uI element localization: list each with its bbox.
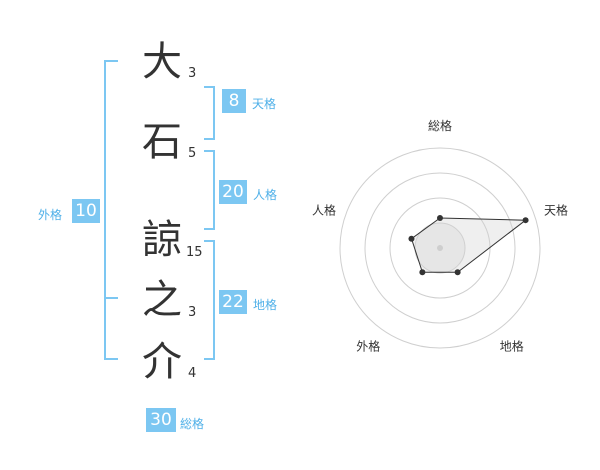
radar-rings	[339, 147, 541, 349]
jinkaku-bracket	[204, 150, 215, 230]
stroke-count-3: 15	[186, 245, 203, 260]
gaikaku-value: 10	[72, 199, 100, 223]
radar-center	[437, 245, 443, 251]
radar-axis-label-2: 地格	[500, 339, 524, 354]
chikaku-bracket	[204, 240, 215, 360]
chikaku-value: 22	[219, 290, 247, 314]
stroke-count-5: 4	[188, 366, 197, 381]
stroke-count-1: 3	[188, 66, 197, 81]
name-char-5: 介	[142, 339, 182, 385]
radar-axis-label-0: 総格	[428, 118, 452, 133]
stroke-count-2: 5	[188, 146, 197, 161]
radar-point-4	[408, 235, 415, 242]
name-char-2: 石	[142, 119, 182, 165]
radar-polygon	[410, 217, 528, 273]
stroke-count-4: 3	[188, 305, 197, 320]
tenkaku-value: 8	[222, 89, 246, 113]
gaikaku-bracket	[104, 60, 118, 360]
name-char-1: 大	[142, 39, 182, 85]
jinkaku-value: 20	[219, 180, 247, 204]
gaikaku-bracket-mid	[104, 297, 118, 299]
radar-point-2	[454, 269, 461, 276]
radar-points	[408, 215, 529, 276]
radar-ring-3	[364, 172, 516, 324]
soukaku-label: 総格	[180, 417, 205, 431]
chikaku-label: 地格	[253, 298, 278, 312]
jinkaku-label: 人格	[253, 188, 278, 202]
soukaku-value: 30	[146, 408, 176, 432]
radar-point-3	[419, 269, 426, 276]
tenkaku-label: 天格	[252, 97, 277, 111]
radar-axis-label-1: 天格	[544, 202, 568, 217]
name-char-3: 諒	[142, 217, 182, 263]
tenkaku-bracket	[204, 86, 215, 140]
radar-point-1	[522, 217, 529, 224]
radar-axis-label-4: 人格	[312, 202, 336, 217]
radar-point-0	[437, 215, 443, 221]
name-char-4: 之	[142, 277, 182, 323]
radar-ring-4	[339, 147, 541, 349]
gaikaku-label: 外格	[38, 208, 63, 222]
radar-axis-label-3: 外格	[356, 339, 380, 354]
